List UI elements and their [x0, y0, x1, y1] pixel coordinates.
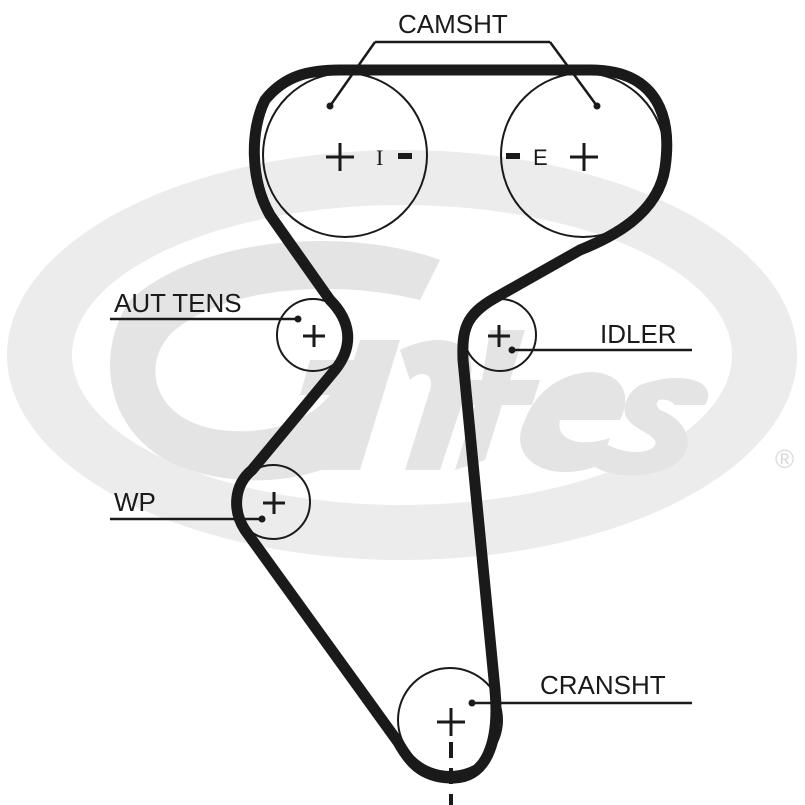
camshaft-leader: [326, 40, 601, 110]
idler-center-cross: [488, 325, 510, 347]
timing-belt: [231, 64, 673, 784]
label-camshaft: CAMSHT: [398, 9, 508, 39]
idler-leader: [508, 346, 692, 354]
exhaust-timing-dash: [506, 153, 520, 159]
registered-mark: ®: [775, 444, 794, 474]
tensioner-center-cross: [303, 325, 325, 347]
tensioner-leader: [110, 315, 302, 323]
label-water-pump: WP: [114, 487, 156, 517]
crankshaft-center-cross: [437, 708, 465, 736]
label-crankshaft: CRANSHT: [540, 670, 666, 700]
gates-watermark: [7, 150, 797, 560]
exhaust-cam-center-cross: [570, 143, 598, 171]
water-pump-leader: [110, 515, 266, 523]
label-idler: IDLER: [600, 319, 677, 349]
intake-cam-center-cross: [326, 143, 354, 171]
crankshaft-leader: [468, 699, 692, 707]
intake-timing-dash: [398, 153, 412, 159]
water-pump-center-cross: [263, 492, 285, 514]
intake-mark-letter: I: [376, 145, 383, 170]
label-tensioner: AUT TENS: [114, 288, 242, 318]
exhaust-mark-letter: E: [533, 145, 548, 170]
